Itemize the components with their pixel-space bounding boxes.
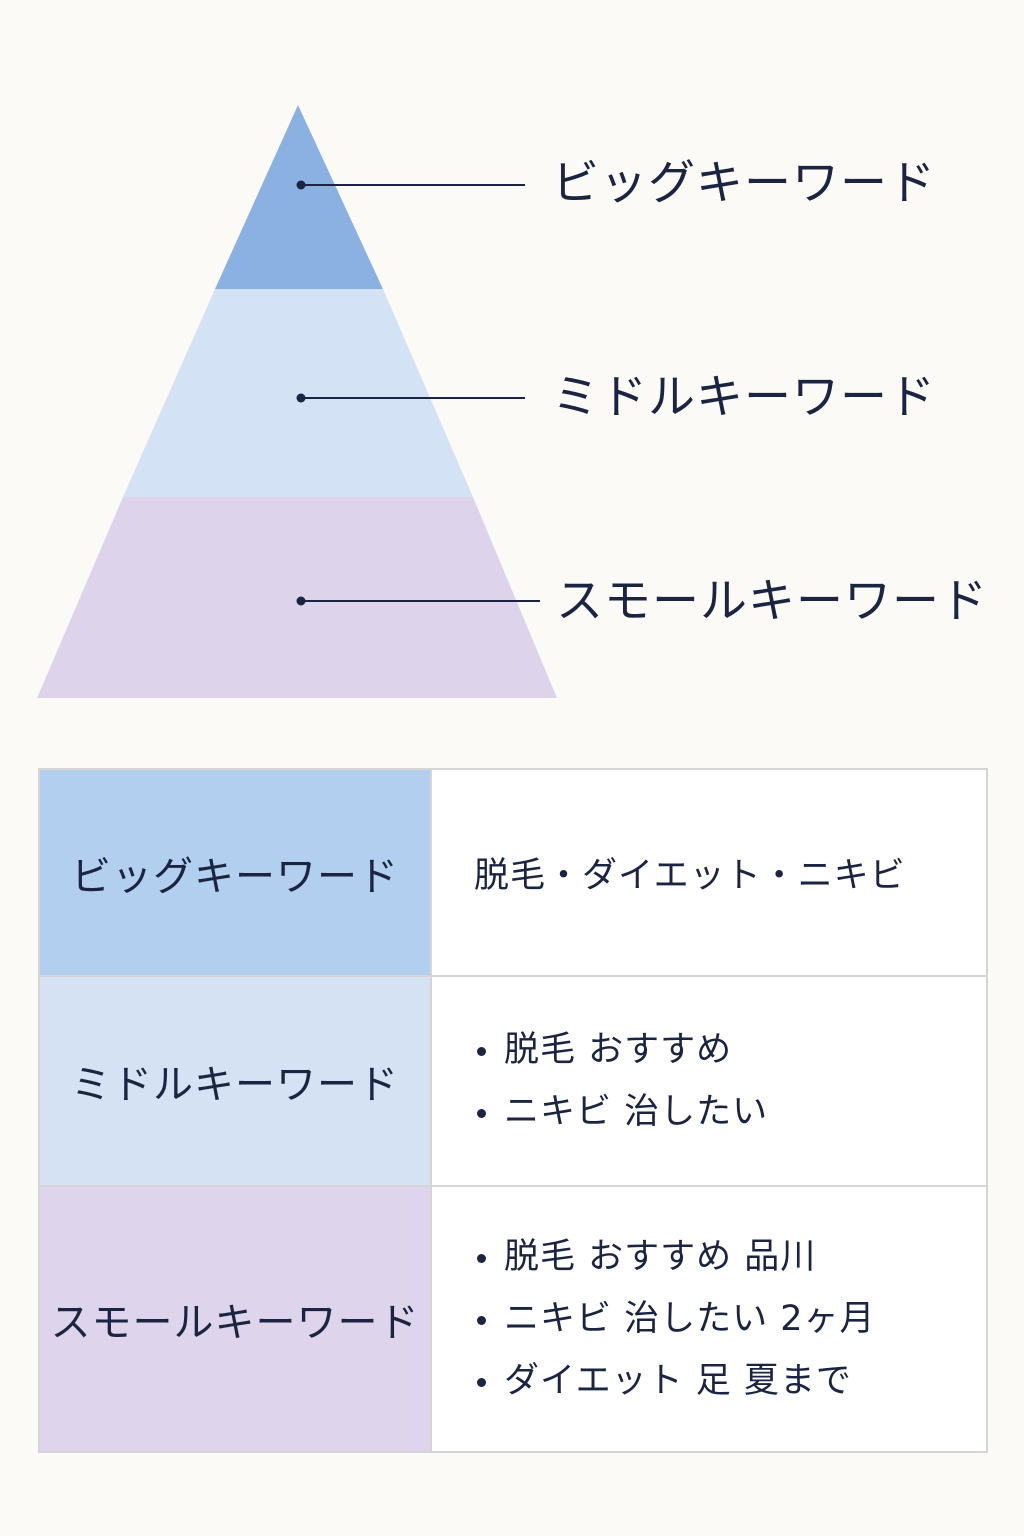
table-label-middle: ミドルキーワード — [71, 1062, 399, 1108]
pyramid-label-small: スモールキーワード — [556, 574, 988, 629]
keyword-pyramid — [37, 105, 557, 698]
list-item: 脱毛 おすすめ — [474, 1019, 986, 1081]
table-cell-small-examples: 脱毛 おすすめ 品川 ニキビ 治したい 2ヶ月 ダイエット 足 夏まで — [430, 1185, 988, 1453]
pyramid-tier-big — [215, 105, 383, 289]
table-cell-small-name: スモールキーワード — [38, 1185, 432, 1453]
small-example-list: 脱毛 おすすめ 品川 ニキビ 治したい 2ヶ月 ダイエット 足 夏まで — [474, 1226, 986, 1412]
pyramid-tier-middle — [123, 289, 473, 497]
list-item: 脱毛 おすすめ 品川 — [474, 1226, 986, 1288]
pyramid-label-middle: ミドルキーワード — [552, 370, 936, 425]
pyramid-tier-small — [37, 497, 557, 698]
list-item: ニキビ 治したい 2ヶ月 — [474, 1288, 986, 1350]
table-cell-middle-name: ミドルキーワード — [38, 975, 432, 1187]
list-item: ダイエット 足 夏まで — [474, 1350, 986, 1412]
table-big-examples-text: 脱毛・ダイエット・ニキビ — [474, 856, 906, 896]
table-label-big: ビッグキーワード — [71, 853, 399, 900]
keyword-table: ビッグキーワード 脱毛・ダイエット・ニキビ ミドルキーワード 脱毛 おすすめ ニ… — [38, 768, 988, 1453]
pyramid-label-big: ビッグキーワード — [552, 156, 936, 211]
table-cell-middle-examples: 脱毛 おすすめ ニキビ 治したい — [430, 975, 988, 1187]
table-row-middle: ミドルキーワード 脱毛 おすすめ ニキビ 治したい — [38, 975, 988, 1187]
list-item: ニキビ 治したい — [474, 1081, 986, 1143]
table-cell-big-name: ビッグキーワード — [38, 768, 432, 977]
table-row-small: スモールキーワード 脱毛 おすすめ 品川 ニキビ 治したい 2ヶ月 ダイエット … — [38, 1185, 988, 1453]
table-cell-big-examples: 脱毛・ダイエット・ニキビ — [430, 768, 988, 977]
table-label-small: スモールキーワード — [50, 1300, 420, 1346]
middle-example-list: 脱毛 おすすめ ニキビ 治したい — [474, 1019, 986, 1143]
table-row-big: ビッグキーワード 脱毛・ダイエット・ニキビ — [38, 768, 988, 977]
